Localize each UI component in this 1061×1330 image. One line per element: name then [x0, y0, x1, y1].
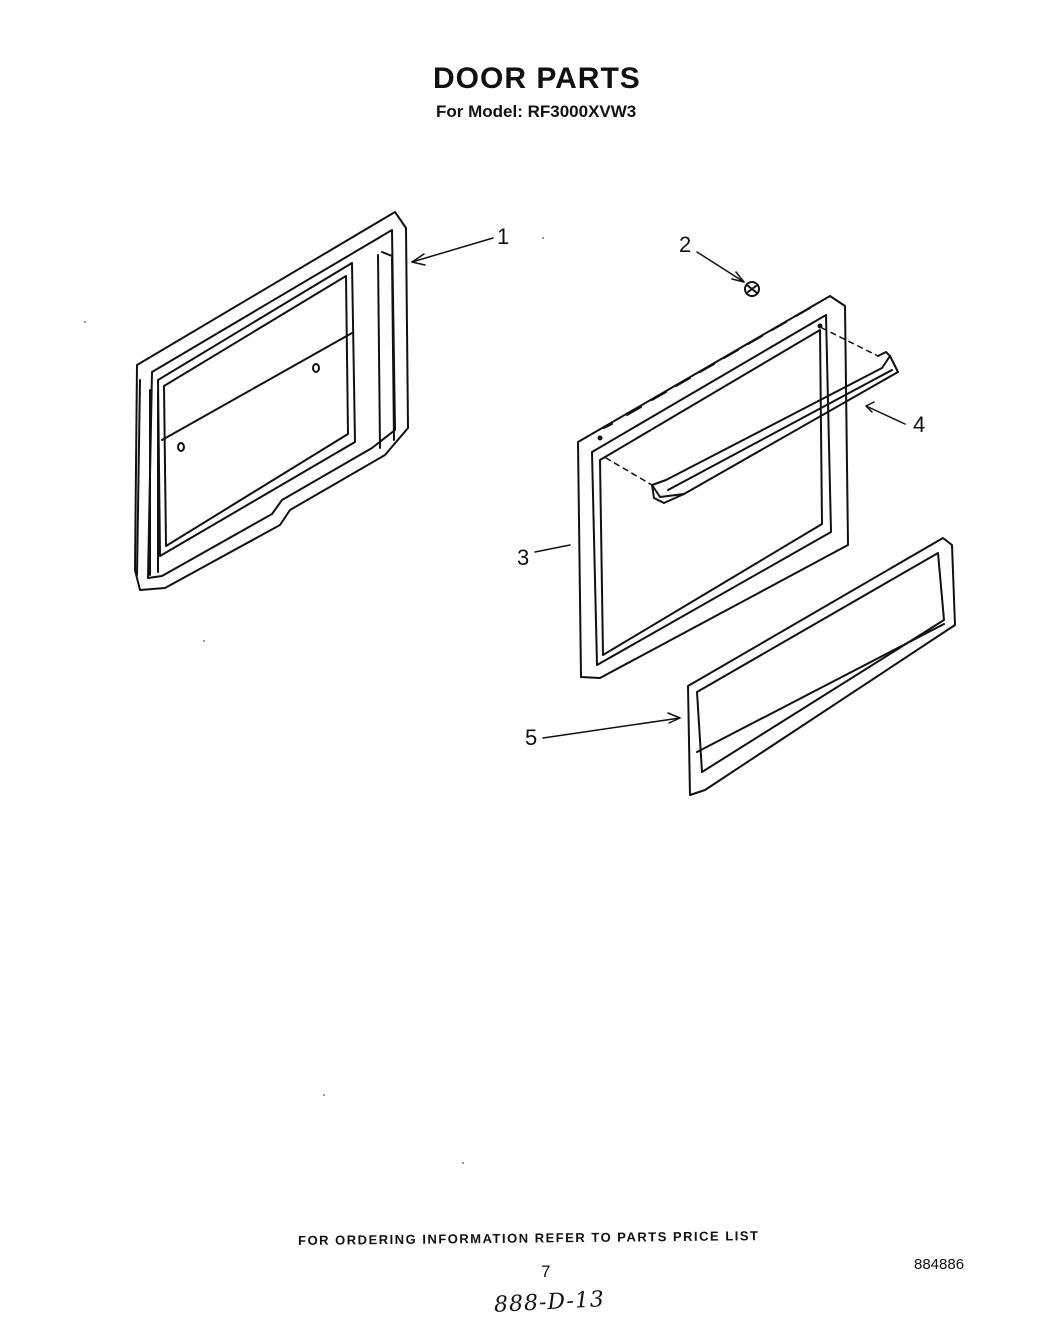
leader-5: [542, 717, 681, 739]
leader-1: [411, 237, 494, 263]
callout-leaders: [411, 237, 906, 739]
part-4-handle: [605, 327, 899, 504]
leader-3: [534, 544, 571, 553]
page-number: 7: [541, 1262, 551, 1281]
page-title: DOOR PARTS: [433, 62, 641, 95]
callout-5: 5: [525, 725, 537, 750]
arrow-head-5: [667, 712, 681, 724]
document-number: 884886: [914, 1256, 965, 1273]
arrow-head-2: [731, 271, 745, 283]
callout-1: 1: [497, 224, 509, 249]
callout-3: 3: [517, 545, 529, 570]
callout-4: 4: [913, 412, 925, 437]
part-2-screw: [744, 281, 760, 297]
part-1-outer-door-frame: [134, 211, 409, 591]
leader-2: [696, 251, 745, 283]
model-subtitle: For Model: RF3000XVW3: [436, 102, 637, 121]
scan-specks: [84, 237, 544, 1164]
callout-2: 2: [679, 232, 691, 257]
part-3-inner-door-frame: [577, 295, 849, 679]
callout-labels: 1 2 3 4 5: [497, 224, 925, 750]
leader-4: [865, 405, 906, 425]
part-5-door-glass-panel: [687, 537, 956, 796]
arrow-head-4: [865, 401, 875, 413]
arrow-head-1: [411, 253, 426, 266]
